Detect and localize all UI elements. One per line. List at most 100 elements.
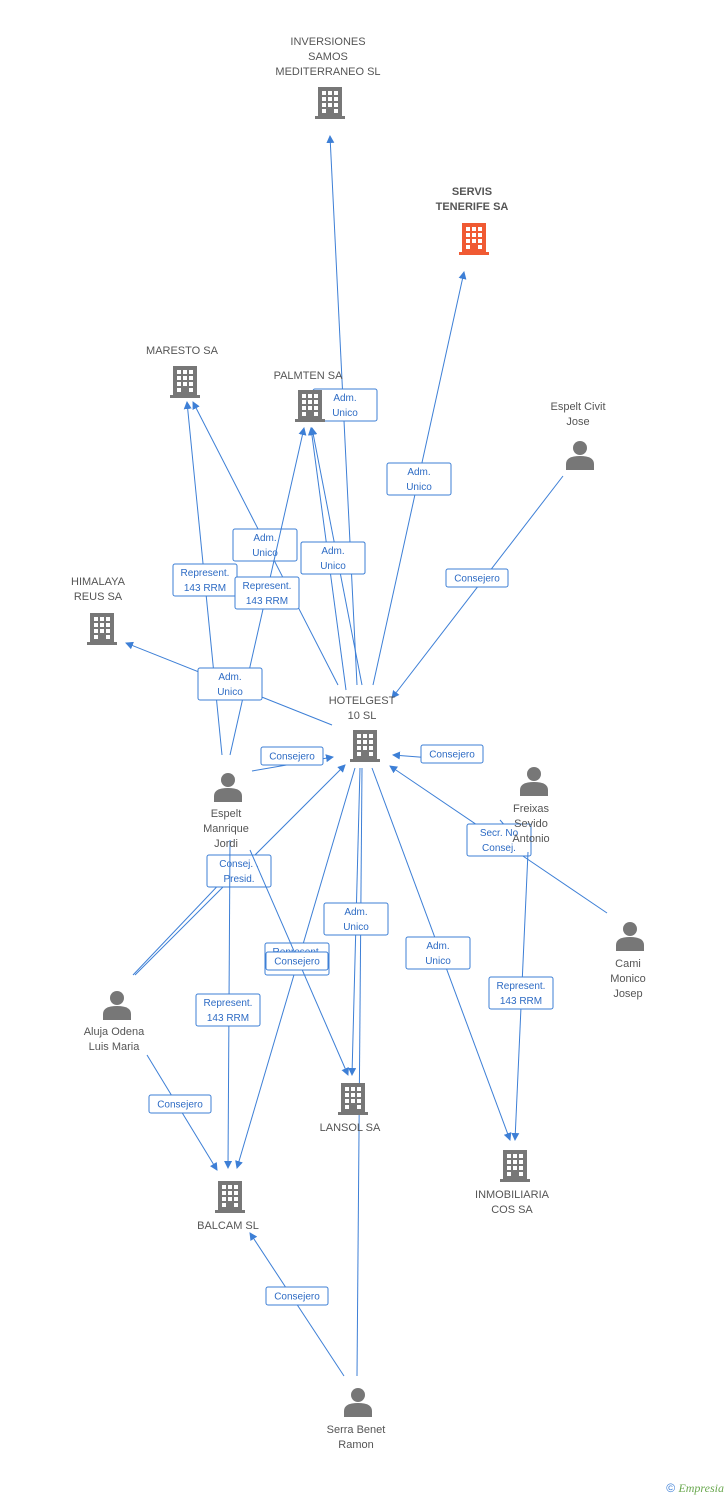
edge-label-box[interactable]: Adm.Unico xyxy=(197,667,263,701)
edge-label-frame xyxy=(232,528,298,562)
building-icon xyxy=(338,1083,368,1115)
edge-label-text: 143 RRM xyxy=(246,596,288,607)
relation-edge[interactable]: Consej. . Presid. xyxy=(134,764,346,976)
node-label: INMOBILIARIA xyxy=(475,1189,550,1201)
edge-label-box[interactable]: Consej. . Presid. xyxy=(206,854,272,888)
connector-line xyxy=(132,874,229,976)
edge-label-box[interactable]: Adm.Unico xyxy=(323,902,389,936)
edge-label-frame xyxy=(195,993,261,1027)
node-label: COS SA xyxy=(491,1204,533,1216)
relation-edge[interactable]: Represent.143 RRM xyxy=(229,427,307,756)
relation-edge[interactable]: Adm. Unico xyxy=(312,135,378,686)
relation-edge[interactable]: Represent.143 RRM xyxy=(195,839,261,1169)
edge-label-text: Adm. xyxy=(321,546,344,557)
edge-label-text: Unico xyxy=(332,408,358,419)
edge-label-box[interactable]: Consejero xyxy=(265,951,329,971)
node-label: Espelt Civit xyxy=(550,401,605,413)
edge-label-box[interactable]: Represent.143 RRM xyxy=(234,576,300,610)
edge-label-box[interactable]: Consejero xyxy=(445,568,509,588)
edge-label-box[interactable]: Adm. Unico xyxy=(312,388,378,422)
brand-logo: Empresia xyxy=(678,1481,724,1495)
company-node[interactable]: LANSOL SA xyxy=(320,1083,381,1134)
edge-label-text: Consej. . xyxy=(219,859,258,870)
edge-label-text: Unico xyxy=(406,482,432,493)
edge-label-text: Adm. xyxy=(218,672,241,683)
edge-label-frame xyxy=(206,854,272,888)
edge-label-text: Represent. xyxy=(181,568,230,579)
edge-label-text: Presid. xyxy=(223,874,254,885)
relation-edge[interactable]: Consejero xyxy=(392,744,484,764)
edge-label-text: 143 RRM xyxy=(500,996,542,1007)
node-label: Sevido xyxy=(514,818,548,830)
company-node[interactable]: INMOBILIARIA COS SA xyxy=(475,1150,550,1216)
relation-edge[interactable]: Consejero xyxy=(146,1054,218,1171)
edge-label-box[interactable]: Consejero xyxy=(265,1286,329,1306)
edge-label-box[interactable]: Adm.Unico xyxy=(386,462,452,496)
person-icon xyxy=(566,441,594,470)
relation-edge[interactable]: Adm.Unico xyxy=(371,767,512,1141)
relation-edge[interactable]: Adm.Unico xyxy=(300,427,366,691)
building-icon xyxy=(500,1150,530,1182)
relation-edge[interactable]: Adm.Unico xyxy=(323,767,389,1076)
node-label: HIMALAYA xyxy=(71,576,126,588)
relation-edge[interactable]: Adm. Unico xyxy=(192,401,339,686)
node-label: Jordi xyxy=(214,838,238,850)
edge-label-box[interactable]: Consejero xyxy=(420,744,484,764)
relation-edge[interactable]: Consejero xyxy=(249,1232,345,1377)
edge-label-frame xyxy=(234,576,300,610)
relation-edge[interactable]: Consejero xyxy=(249,849,349,1076)
company-node[interactable]: PALMTEN SA xyxy=(274,370,344,422)
connector-line xyxy=(356,767,363,1377)
node-label: Serra Benet xyxy=(327,1424,386,1436)
company-node[interactable]: BALCAM SL xyxy=(197,1181,259,1232)
person-icon xyxy=(520,767,548,796)
edge-label-box[interactable]: Adm.Unico xyxy=(300,541,366,575)
edge-label-frame xyxy=(445,568,509,588)
edge-label-text: Consejero xyxy=(274,957,320,968)
edge-label-text: Adm. xyxy=(253,533,276,544)
person-icon xyxy=(103,991,131,1020)
building-icon xyxy=(295,390,325,422)
edge-label-box[interactable]: Consejero xyxy=(148,1094,212,1114)
edge-label-text: Unico xyxy=(425,956,451,967)
node-label: 10 SL xyxy=(348,710,377,722)
edge-label-box[interactable]: Represent.143 RRM xyxy=(172,563,238,597)
edge-label-box[interactable]: Adm. Unico xyxy=(232,528,298,562)
edge-label-text: Unico xyxy=(343,922,369,933)
relation-edge[interactable]: Consejero xyxy=(251,746,334,772)
relation-edge[interactable]: Represent.143 RRM xyxy=(172,401,238,756)
edge-label-box[interactable]: Consejero xyxy=(260,746,324,766)
relation-edge[interactable]: Adm.Unico xyxy=(372,271,467,686)
edge-label-text: Consejero xyxy=(269,752,315,763)
edge-label-text: Secr. No xyxy=(480,828,519,839)
edge-label-frame xyxy=(488,976,554,1010)
building-icon xyxy=(87,613,117,645)
relation-edge[interactable]: Consejero xyxy=(391,475,564,699)
footer-brand[interactable]: © Empresia xyxy=(666,1481,724,1496)
relation-edge[interactable]: Adm.Unico xyxy=(125,641,333,726)
edge-label-box[interactable]: Represent.143 RRM xyxy=(488,976,554,1010)
copyright-icon: © xyxy=(666,1481,676,1495)
edge-label-box[interactable]: Adm.Unico xyxy=(405,936,471,970)
edge-label-box[interactable]: Represent.143 RRM xyxy=(195,993,261,1027)
company-node[interactable]: MARESTO SA xyxy=(146,345,219,398)
relation-edge[interactable]: Represent.143 RRM xyxy=(488,851,554,1141)
edge-label-text: Unico xyxy=(252,548,278,559)
edge-label-frame xyxy=(386,462,452,496)
node-label: Espelt xyxy=(211,808,242,820)
node-label: Jose xyxy=(566,416,589,428)
edge-label-text: Adm. xyxy=(333,393,356,404)
edge-label-text: Consejero xyxy=(454,574,500,585)
